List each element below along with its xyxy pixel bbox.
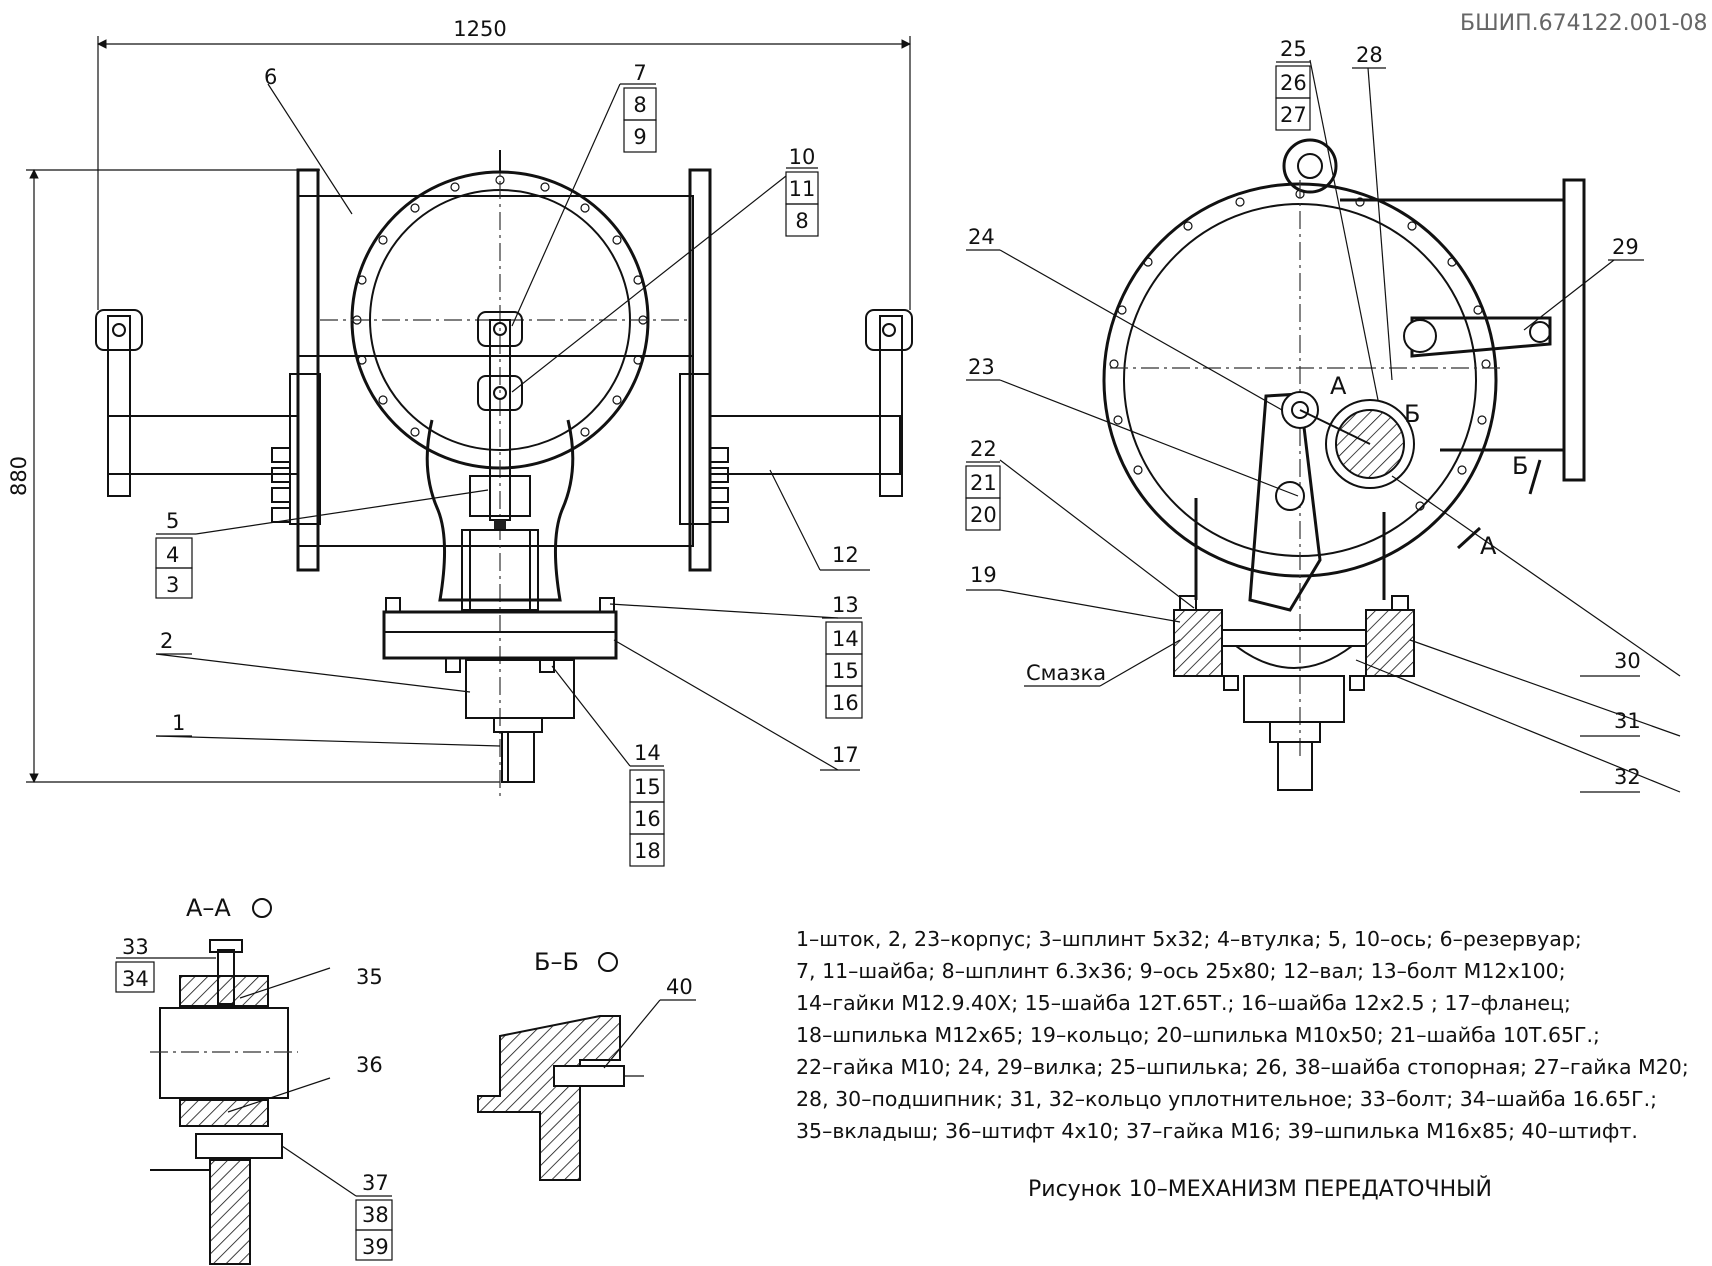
callout-stack-13-16: 13 14 15 16 xyxy=(822,593,863,719)
callout-13: 13 xyxy=(832,593,859,617)
bolt-stack-left xyxy=(271,447,291,523)
callout-16: 16 xyxy=(832,691,859,715)
callout-8: 8 xyxy=(633,93,646,117)
callout-stack-22-20: 22 21 20 xyxy=(965,437,1001,531)
side-leaders xyxy=(999,59,1681,793)
callout-8b: 8 xyxy=(795,209,808,233)
front-view: 1250 880 xyxy=(7,17,913,867)
callout-14b: 14 xyxy=(634,741,661,765)
callout-31: 31 xyxy=(1614,709,1641,733)
section-b-b: Б–Б 40 xyxy=(477,948,696,1181)
callout-25: 25 xyxy=(1280,37,1307,61)
callout-9: 9 xyxy=(633,125,646,149)
callout-30: 30 xyxy=(1614,649,1641,673)
document-code: БШИП.674122.001-08 xyxy=(1460,11,1708,36)
callout-27: 27 xyxy=(1280,103,1307,127)
section-a-title: А–А xyxy=(186,894,231,922)
callout-39: 39 xyxy=(362,1235,389,1259)
callout-3: 3 xyxy=(166,573,179,597)
legend-line-3: 14–гайки М12.9.40Х; 15–шайба 12Т.65Т.; 1… xyxy=(796,991,1571,1015)
lubrication-label: Смазка xyxy=(1026,661,1106,685)
callout-17: 17 xyxy=(832,743,859,767)
callout-stack-37-39: 37 38 39 xyxy=(355,1171,393,1261)
legend-line-4: 18–шпилька М12х65; 19–кольцо; 20–шпилька… xyxy=(796,1023,1600,1047)
callout-1: 1 xyxy=(172,711,185,735)
callout-10: 10 xyxy=(789,145,816,169)
legend-line-6: 28, 30–подшипник; 31, 32–кольцо уплотнит… xyxy=(796,1087,1657,1111)
callout-stack-5-4-3: 5 4 3 xyxy=(155,509,196,599)
callout-34: 34 xyxy=(122,967,149,991)
section-mark-b-right: Б xyxy=(1512,452,1528,480)
callout-stack-25-27: 25 26 27 xyxy=(1275,37,1311,131)
dimension-left: 880 xyxy=(7,456,31,496)
callout-15b: 15 xyxy=(634,775,661,799)
callout-21: 21 xyxy=(970,471,997,495)
callout-28: 28 xyxy=(1356,43,1383,67)
callout-18: 18 xyxy=(634,839,661,863)
parts-legend: 1–шток, 2, 23–корпус; 3–шплинт 5х32; 4–в… xyxy=(796,927,1689,1143)
front-leaders xyxy=(155,83,839,771)
callout-22: 22 xyxy=(970,437,997,461)
callout-24: 24 xyxy=(968,225,995,249)
dimension-top: 1250 xyxy=(453,17,506,41)
legend-line-5: 22–гайка М10; 24, 29–вилка; 25–шпилька; … xyxy=(796,1055,1689,1079)
callout-5: 5 xyxy=(166,509,179,533)
section-mark-a-right: А xyxy=(1480,532,1497,560)
callout-15: 15 xyxy=(832,659,859,683)
section-a-leaders xyxy=(116,957,357,1197)
callout-7: 7 xyxy=(633,61,646,85)
callout-29: 29 xyxy=(1612,235,1639,259)
callout-2: 2 xyxy=(160,629,173,653)
callout-40: 40 xyxy=(666,975,693,999)
callout-4: 4 xyxy=(166,543,179,567)
callout-32: 32 xyxy=(1614,765,1641,789)
bolt-stack-right xyxy=(709,447,729,523)
callout-stack-14-18: 14 15 16 18 xyxy=(629,741,665,867)
callout-stack-33-34: 33 34 xyxy=(115,935,155,993)
legend-line-2: 7, 11–шайба; 8–шплинт 6.3х36; 9–ось 25х8… xyxy=(796,959,1566,983)
legend-line-1: 1–шток, 2, 23–корпус; 3–шплинт 5х32; 4–в… xyxy=(796,927,1582,951)
callout-12: 12 xyxy=(832,543,859,567)
callout-stack-10-11-8: 10 11 8 xyxy=(785,145,819,237)
callout-14: 14 xyxy=(832,627,859,651)
flange-nuts xyxy=(385,597,615,673)
callout-11: 11 xyxy=(789,177,816,201)
figure-caption: Рисунок 10–МЕХАНИЗМ ПЕРЕДАТОЧНЫЙ xyxy=(1028,1176,1492,1202)
section-mark-b-top: Б xyxy=(1404,400,1420,428)
callout-19: 19 xyxy=(970,563,997,587)
callout-20: 20 xyxy=(970,503,997,527)
callout-33: 33 xyxy=(122,935,149,959)
callout-6: 6 xyxy=(264,65,277,89)
callout-38: 38 xyxy=(362,1203,389,1227)
callout-23: 23 xyxy=(968,355,995,379)
section-a-a: А–А 33 34 35 36 37 38 39 xyxy=(115,894,393,1265)
callout-36: 36 xyxy=(356,1053,383,1077)
callout-stack-7-8-9: 7 8 9 xyxy=(620,61,657,153)
callout-35: 35 xyxy=(356,965,383,989)
callout-37: 37 xyxy=(362,1171,389,1195)
legend-line-7: 35–вкладыш; 36–штифт 4х10; 37–гайка М16;… xyxy=(796,1119,1638,1143)
side-view: А Б Б А 25 26 27 28 xyxy=(965,37,1681,793)
callout-16b: 16 xyxy=(634,807,661,831)
callout-26: 26 xyxy=(1280,71,1307,95)
base-nuts xyxy=(1179,595,1409,691)
section-b-title: Б–Б xyxy=(534,948,579,976)
section-mark-a-top: А xyxy=(1330,372,1347,400)
